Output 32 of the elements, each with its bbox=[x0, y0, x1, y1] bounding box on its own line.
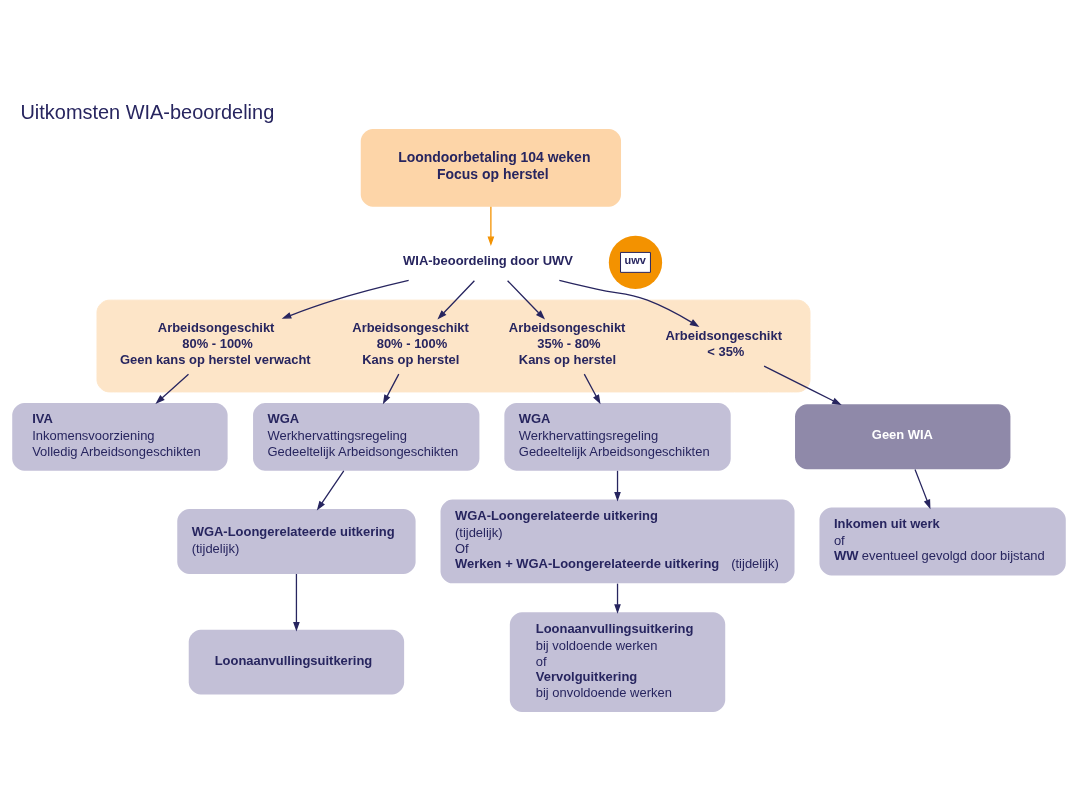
arrow bbox=[155, 373, 190, 404]
node-box: WGA Werkhervattingsregeling Gedeeltelijk Arbeidsongeschikten bbox=[253, 402, 480, 471]
arrow bbox=[281, 279, 410, 319]
arrow bbox=[583, 373, 601, 404]
diagram-title: Uitkomsten WIA-beoordeling bbox=[20, 100, 275, 123]
node-box: WGA Werkhervattingsregeling Gedeeltelijk Arbeidsongeschikten bbox=[504, 402, 731, 471]
arrow bbox=[437, 279, 476, 320]
arrow bbox=[558, 279, 700, 327]
node-box: IVA Inkomensvoorziening Volledig Arbeidsongeschikten bbox=[12, 402, 228, 471]
node-box: Loondoorbetaling 104 weken Focus op herstel bbox=[360, 128, 621, 207]
node-box: Loonaanvullingsuitkering bij voldoende werken of Vervolguitkering bij onvoldoende werken bbox=[509, 611, 726, 712]
node-box: Geen WIA bbox=[795, 403, 1011, 469]
cluster bbox=[96, 299, 811, 392]
arrow bbox=[614, 582, 621, 614]
arrow bbox=[914, 468, 931, 509]
arrow bbox=[316, 469, 345, 510]
arrow bbox=[614, 469, 621, 502]
arrow bbox=[506, 279, 546, 319]
node-text: WIA-beoordeling door UWV bbox=[403, 252, 573, 268]
node-box: Loonaanvullingsuitkering bbox=[188, 629, 405, 695]
arrow bbox=[487, 205, 495, 246]
arrow bbox=[293, 572, 300, 631]
node-box: Inkomen uit werk of WW eventueel gevolgd door bijstand bbox=[819, 507, 1066, 575]
node-text: Arbeidsongeschikt 35% - 80% Kans op herstel bbox=[508, 319, 626, 367]
node-text: Arbeidsongeschikt < 35% bbox=[665, 327, 783, 359]
node-text: Arbeidsongeschikt 80% - 100% Kans op herstel bbox=[352, 319, 469, 367]
node-text: Arbeidsongeschikt 80% - 100% Geen kans op herstel verwacht bbox=[119, 319, 311, 367]
node-box: WGA-Loongerelateerde uitkering (tijdelijk) Of Werken + WGA-Loongerelateerde uitkering (tijdelijk) bbox=[440, 499, 795, 583]
node-circle: uwv bbox=[608, 235, 663, 289]
arrow bbox=[382, 373, 400, 404]
arrow bbox=[763, 364, 842, 405]
node-box: WGA-Loongerelateerde uitkering (tijdelijk) bbox=[177, 508, 416, 574]
